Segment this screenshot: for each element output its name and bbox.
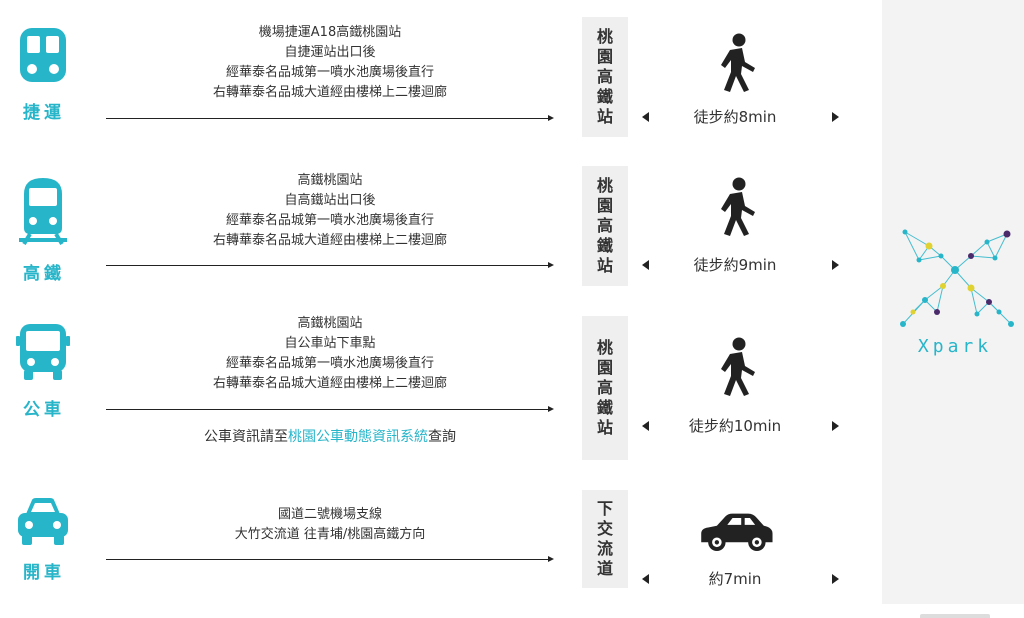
bus-info-system-link[interactable]: 桃園公車動態資訊系統 [288, 429, 428, 445]
xpark-network-logo [900, 229, 1014, 327]
scroll-handle[interactable] [920, 614, 990, 618]
direction-line: 國道二號機場支線 [277, 507, 382, 522]
route-directions: 機場捷運A18高鐵桃園站 自捷運站出口後 經華泰名品城第一噴水池廣場後直行 右轉… [150, 23, 510, 103]
previous-arrow-icon[interactable] [642, 112, 649, 122]
direction-line: 經華泰名品城第一噴水池廣場後直行 [225, 213, 434, 228]
next-arrow-icon[interactable] [832, 260, 839, 270]
direction-line: 右轉華泰名品城大道經由樓梯上二樓迴廊 [212, 233, 447, 248]
next-arrow-icon[interactable] [832, 112, 839, 122]
travel-time: 徒步約10min [688, 417, 782, 435]
direction-line: 大竹交流道 往青埔/桃園高鐵方向 [234, 527, 426, 542]
previous-arrow-icon[interactable] [642, 574, 649, 584]
logo-text: Xpark [917, 336, 993, 357]
xpark-logo[interactable]: Xpark [892, 226, 1018, 357]
station-box: 桃園高鐵站 [582, 166, 628, 286]
route-directions: 國道二號機場支線 大竹交流道 往青埔/桃園高鐵方向 [150, 505, 510, 545]
car-icon [16, 496, 70, 548]
walking-person-icon [696, 176, 776, 238]
transport-mode-label: 開車 [23, 563, 65, 583]
previous-arrow-icon[interactable] [642, 260, 649, 270]
direction-line: 高鐵桃園站 [297, 316, 363, 331]
station-label: 下交流道 [597, 499, 614, 578]
transport-mode-label: 高鐵 [23, 264, 65, 284]
route-arrow-line [106, 556, 554, 562]
route-arrow-line [106, 115, 554, 121]
station-label: 桃園高鐵站 [597, 176, 614, 275]
bus-icon [16, 322, 70, 384]
transport-mode-label: 捷運 [23, 103, 65, 123]
walking-person-icon [696, 336, 776, 398]
direction-line: 自高鐵站出口後 [284, 193, 376, 208]
station-box: 桃園高鐵站 [582, 316, 628, 460]
station-label: 桃園高鐵站 [597, 27, 614, 126]
direction-line: 右轉華泰名品城大道經由樓梯上二樓迴廊 [212, 85, 447, 100]
car-icon [696, 506, 776, 556]
next-arrow-icon[interactable] [832, 421, 839, 431]
bus-info-suffix: 查詢 [428, 429, 456, 445]
direction-line: 自捷運站出口後 [284, 45, 376, 60]
travel-time: 約7min [708, 570, 762, 588]
travel-time: 徒步約8min [693, 108, 777, 126]
direction-line: 右轉華泰名品城大道經由樓梯上二樓迴廊 [212, 376, 447, 391]
direction-line: 經華泰名品城第一噴水池廣場後直行 [225, 65, 434, 80]
station-box: 桃園高鐵站 [582, 17, 628, 137]
next-arrow-icon[interactable] [832, 574, 839, 584]
station-label: 桃園高鐵站 [597, 338, 614, 437]
direction-line: 機場捷運A18高鐵桃園站 [258, 25, 402, 40]
direction-line: 自公車站下車點 [284, 336, 376, 351]
walking-person-icon [696, 32, 776, 94]
high-speed-rail-icon [16, 176, 70, 248]
route-directions: 高鐵桃園站 自公車站下車點 經華泰名品城第一噴水池廣場後直行 右轉華泰名品城大道… [150, 314, 510, 394]
bus-info-text: 公車資訊請至桃園公車動態資訊系統查詢 [150, 426, 510, 446]
previous-arrow-icon[interactable] [642, 421, 649, 431]
direction-line: 經華泰名品城第一噴水池廣場後直行 [225, 356, 434, 371]
travel-time: 徒步約9min [693, 256, 777, 274]
direction-line: 高鐵桃園站 [297, 173, 363, 188]
route-directions: 高鐵桃園站 自高鐵站出口後 經華泰名品城第一噴水池廣場後直行 右轉華泰名品城大道… [150, 171, 510, 251]
route-arrow-line [106, 262, 554, 268]
side-panel [882, 0, 1024, 604]
transport-mode-label: 公車 [23, 400, 65, 420]
route-arrow-line [106, 406, 554, 412]
bus-info-prefix: 公車資訊請至 [204, 429, 288, 445]
station-box: 下交流道 [582, 490, 628, 588]
metro-icon [16, 26, 70, 86]
